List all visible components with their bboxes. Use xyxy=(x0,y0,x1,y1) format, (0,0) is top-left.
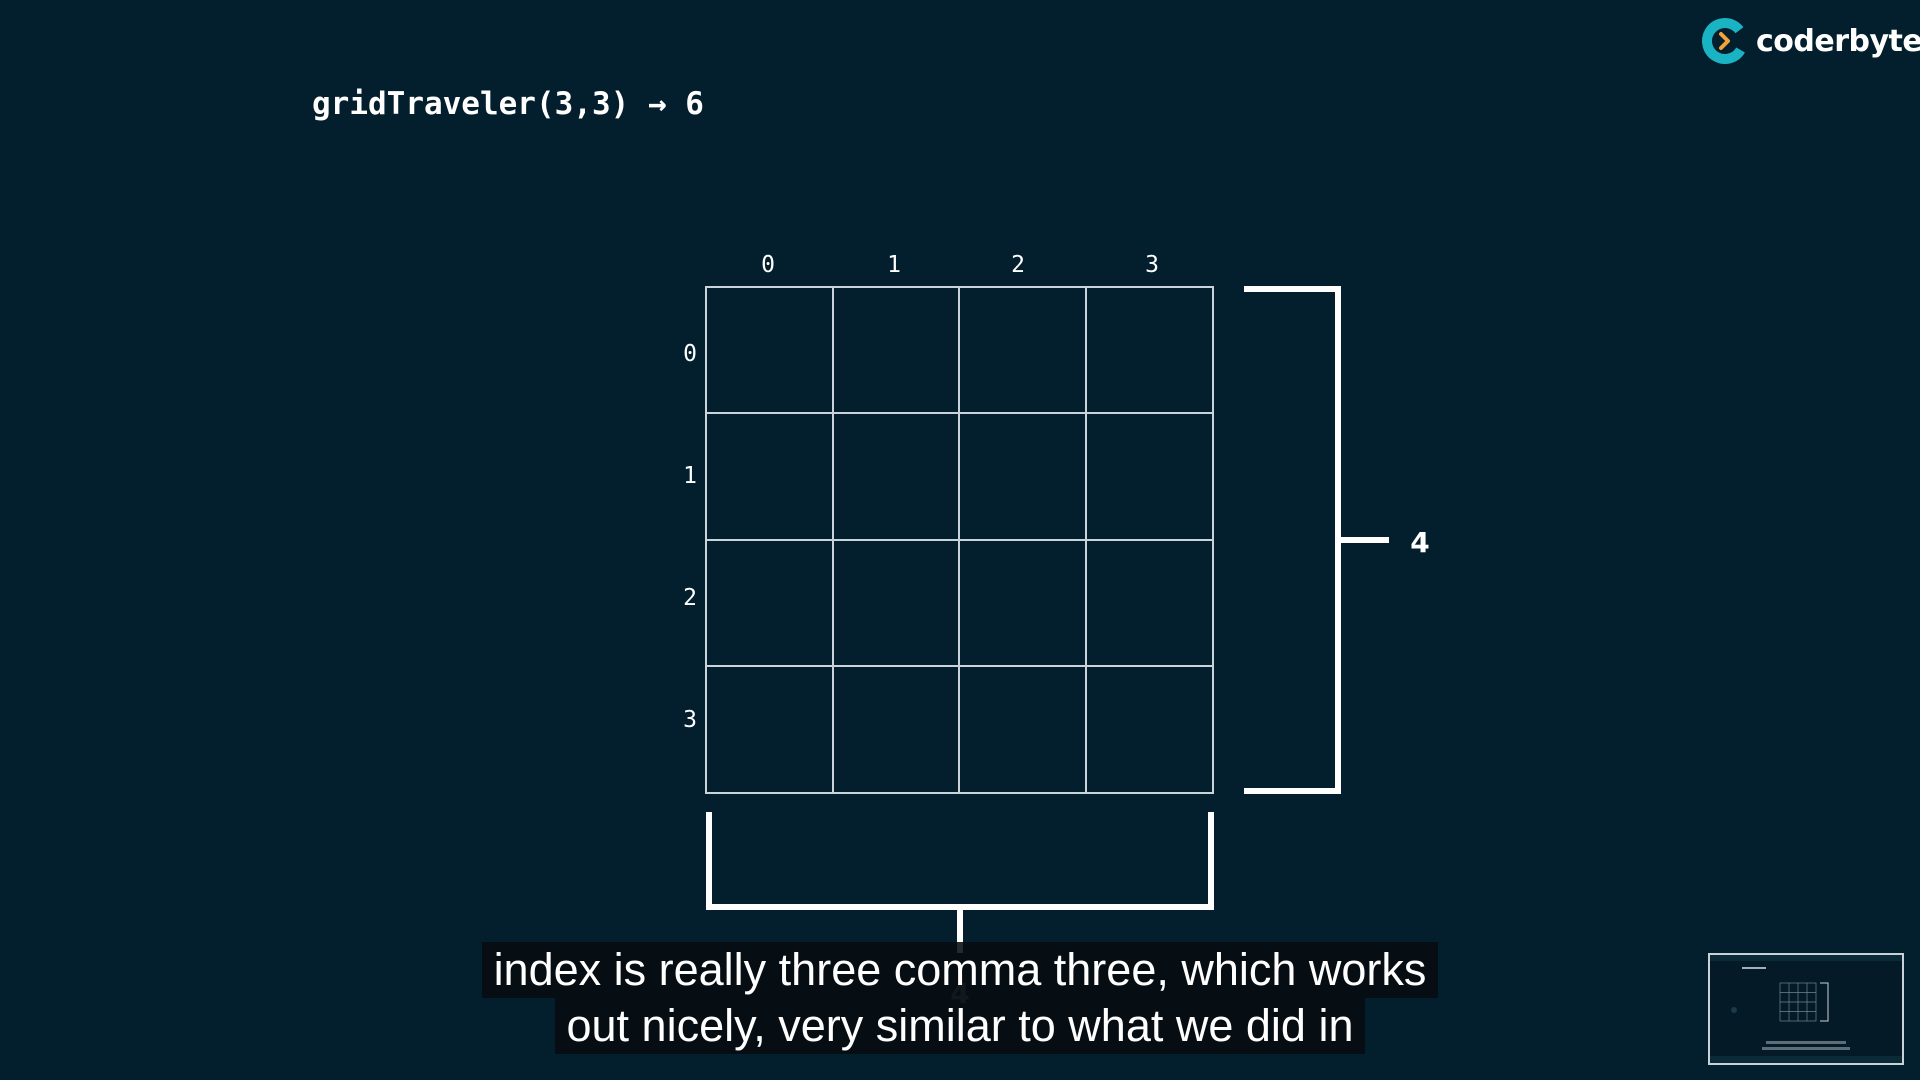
arrow-glyph: → xyxy=(647,86,667,122)
page-title: gridTraveler(3,3) → 6 xyxy=(312,86,704,122)
column-index-2: 2 xyxy=(1011,252,1025,278)
result-value: 6 xyxy=(685,86,704,122)
coderbyte-logo-icon xyxy=(1700,16,1750,66)
grid-lines xyxy=(705,286,1214,794)
width-bracket xyxy=(706,812,1214,953)
function-call: gridTraveler(3,3) xyxy=(312,86,630,122)
row-index-2: 2 xyxy=(683,585,697,611)
video-thumbnail xyxy=(1708,953,1904,1065)
row-index-1: 1 xyxy=(683,463,697,489)
logo-text: coderbyte xyxy=(1756,23,1920,59)
column-index-1: 1 xyxy=(887,252,901,278)
subtitle-line-1: index is really three comma three, which… xyxy=(481,942,1439,998)
height-bracket xyxy=(1244,286,1389,794)
column-index-0: 0 xyxy=(761,252,775,278)
row-index-3: 3 xyxy=(683,707,697,733)
subtitle-box: index is really three comma three, which… xyxy=(0,942,1920,1054)
height-label: 4 xyxy=(1410,526,1429,559)
coderbyte-logo: coderbyte xyxy=(1700,14,1920,68)
subtitle-line-2: out nicely, very similar to what we did … xyxy=(554,998,1366,1054)
row-index-0: 0 xyxy=(683,341,697,367)
column-index-3: 3 xyxy=(1145,252,1159,278)
